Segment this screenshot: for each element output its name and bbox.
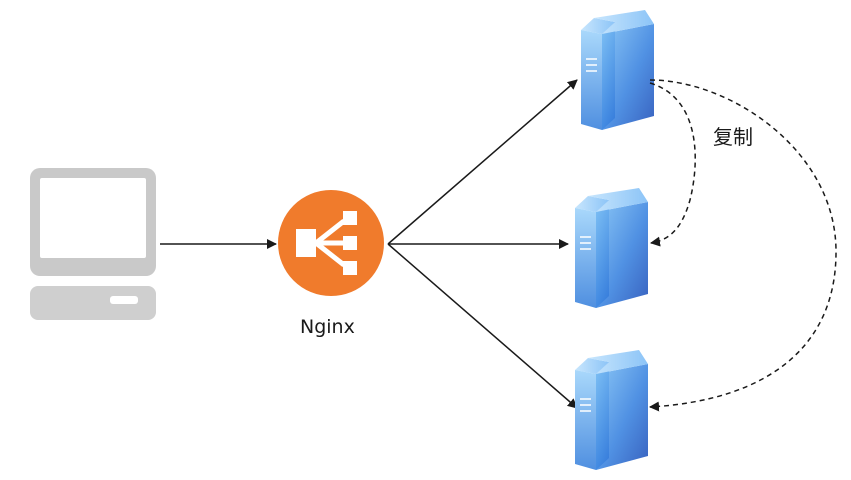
replicate-to-bottom-arrow xyxy=(649,79,837,412)
nginx-to-server-top-arrow xyxy=(387,79,578,245)
server-top-icon xyxy=(581,10,654,130)
nginx-label: Nginx xyxy=(300,316,355,338)
replicate-label: 复制 xyxy=(713,125,753,149)
computer-icon xyxy=(30,168,156,320)
nginx-load-balancer-icon xyxy=(278,190,384,296)
server-middle-icon xyxy=(575,188,648,308)
replicate-to-middle-arrow xyxy=(649,82,696,247)
server-bottom-icon xyxy=(575,350,648,470)
nginx-to-server-bottom-arrow xyxy=(387,243,578,409)
